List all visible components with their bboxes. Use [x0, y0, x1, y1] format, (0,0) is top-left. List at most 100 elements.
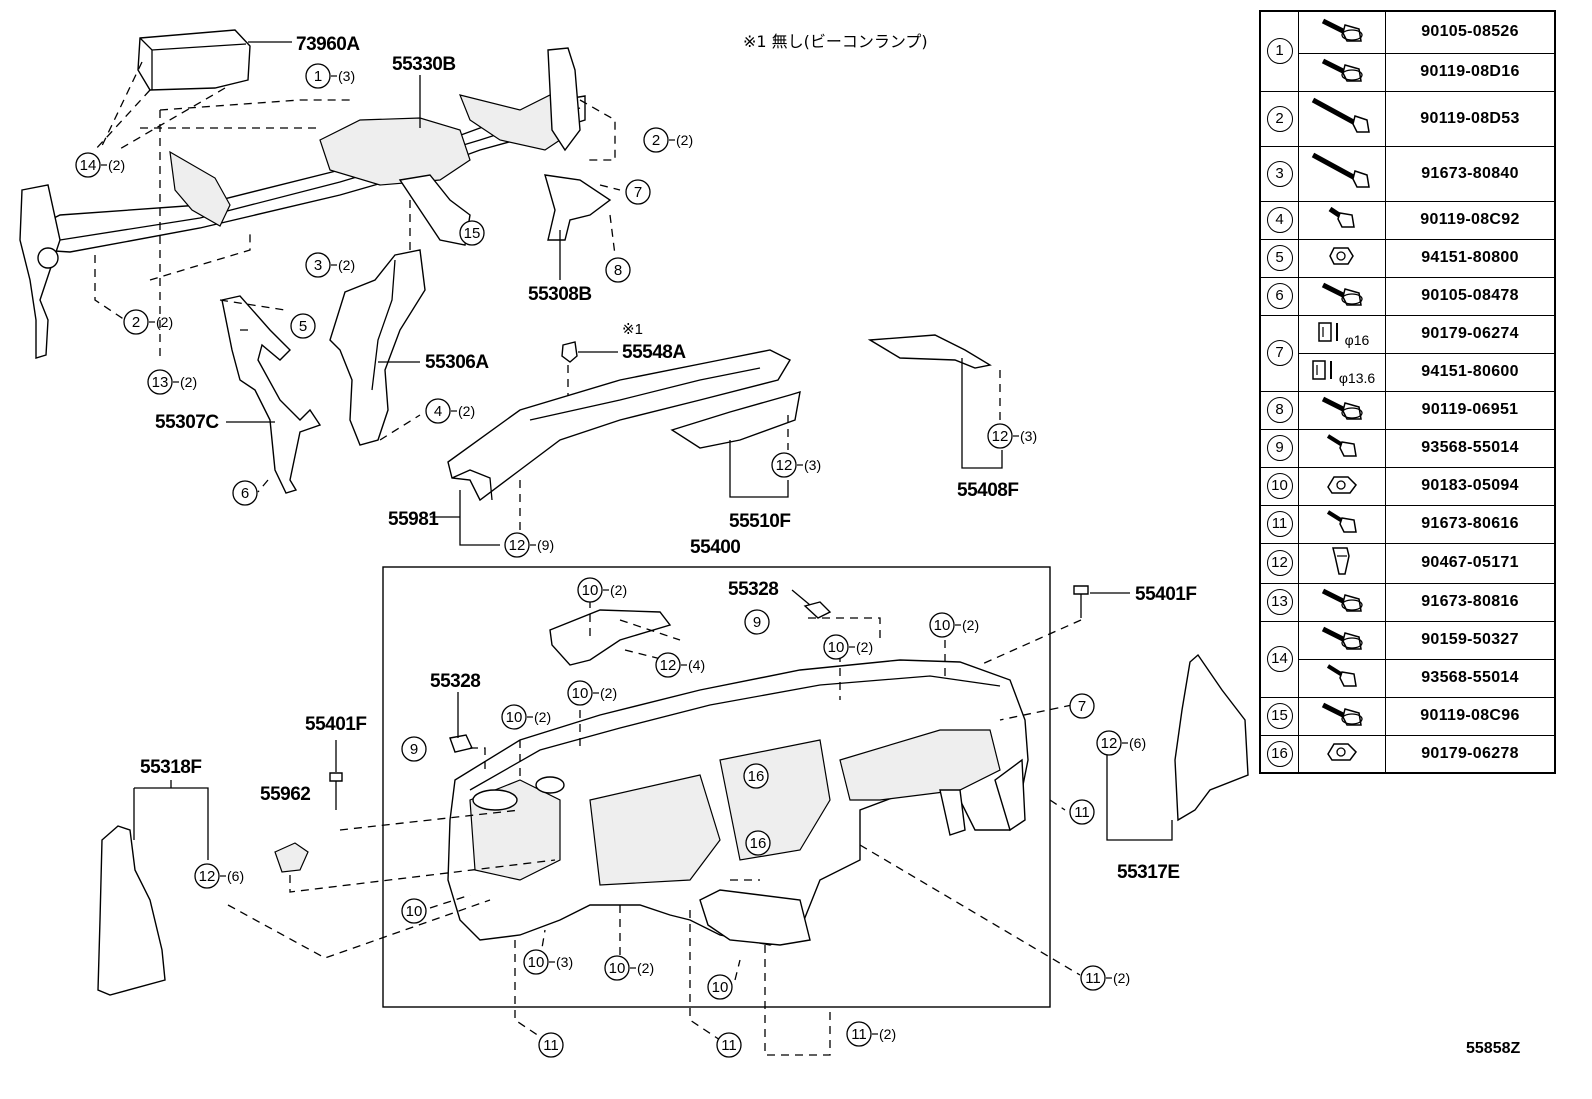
callout-number: 4	[434, 403, 442, 420]
callout-number: 11	[1074, 804, 1090, 821]
callout-10: 10 (2)	[823, 634, 873, 660]
fastener-part-number: 90105-08478	[1385, 276, 1556, 316]
callout-group: 1(3)14(2)2(2)71583(2)2(2)513(2)4(2)612(3…	[75, 63, 1146, 1058]
callout-12: 12(9)	[504, 532, 554, 558]
fastener-index-number: 4	[1266, 207, 1293, 233]
part-label-55400: 55400	[690, 537, 740, 558]
upper-pad-55981	[447, 349, 791, 502]
fastener-index-number: 5	[1266, 245, 1293, 271]
fastener-image-cell	[1298, 145, 1386, 202]
fastener-index-number: 1	[1266, 38, 1293, 65]
fastener-part-number: 90467-05171	[1385, 542, 1556, 584]
callout-quantity: (2)	[610, 582, 627, 598]
callout-quantity: (2)	[156, 314, 173, 330]
fastener-image-cell	[1298, 620, 1386, 660]
fastener-index: 13	[1259, 582, 1299, 622]
plug-55548a	[561, 341, 578, 363]
long-bolt-icon	[1307, 96, 1377, 141]
instrument-panel-box-55400	[382, 566, 1051, 1008]
callout-number: 8	[614, 262, 622, 279]
fastener-index: 14	[1259, 620, 1299, 698]
callout-number: 7	[634, 184, 642, 201]
fastener-image-cell	[1298, 428, 1386, 468]
part-label-55408f: 55408F	[957, 480, 1018, 501]
cover-55962	[274, 842, 309, 873]
fastener-index: 6	[1259, 276, 1299, 316]
clip-icon	[1309, 357, 1339, 388]
callout-quantity: (2)	[962, 617, 979, 633]
short-bolt-icon	[1324, 205, 1360, 236]
fastener-part-number: 91673-80840	[1385, 145, 1556, 202]
callout-12: 12(3)	[771, 452, 821, 478]
callout-number: 11	[543, 1037, 559, 1054]
callout-number: 6	[241, 485, 249, 502]
fastener-image-cell: φ13.6	[1298, 352, 1386, 392]
callout-13: 13(2)	[147, 369, 197, 395]
callout-9: 9	[744, 609, 770, 635]
callout-quantity: (2)	[856, 639, 873, 655]
airbag-module-73960a	[137, 29, 251, 91]
part-label-55981: 55981	[388, 509, 439, 530]
flange-bolt-icon	[1317, 15, 1367, 50]
fastener-image-cell	[1298, 276, 1386, 316]
fastener-index-number: 9	[1266, 435, 1293, 461]
callout-number: 12	[199, 868, 216, 885]
screw-icon	[1322, 432, 1362, 465]
part-label-55328-upper: 55328	[728, 579, 778, 600]
callout-10: 10 (2)	[577, 577, 627, 603]
callout-15: 15	[459, 220, 485, 246]
callout-quantity: (2)	[600, 685, 617, 701]
fastener-part-number: 93568-55014	[1385, 658, 1556, 698]
screw-55401f-left	[329, 772, 343, 810]
nut-icon	[1328, 244, 1356, 273]
callout-number: 10	[828, 639, 845, 656]
flange-bolt-icon	[1317, 393, 1367, 428]
fastener-index: 11	[1259, 504, 1299, 544]
callout-16: 16	[745, 830, 771, 856]
callout-number: 10	[582, 582, 599, 599]
fastener-part-number: 93568-55014	[1385, 428, 1556, 468]
callout-10: 10(2)	[501, 704, 551, 730]
clip-55328-lower	[449, 734, 473, 753]
callout-12: 12(3)	[987, 423, 1037, 449]
callout-number: 12	[1101, 735, 1118, 752]
side-cover-55317e	[1174, 653, 1249, 822]
fastener-index: 10	[1259, 466, 1299, 506]
part-label-55318f: 55318F	[140, 757, 201, 778]
callout-quantity: (2)	[1113, 970, 1130, 986]
fastener-index: 16	[1259, 734, 1299, 774]
callout-number: 10	[506, 709, 523, 726]
u-nut-icon	[1324, 471, 1360, 502]
drawing-code: 55858Z	[1466, 1040, 1521, 1057]
fastener-index-number: 8	[1266, 397, 1293, 423]
callout-quantity: (2)	[180, 374, 197, 390]
fastener-part-number: 91673-80616	[1385, 504, 1556, 544]
callout-quantity: (2)	[637, 960, 654, 976]
callout-quantity: (3)	[804, 457, 821, 473]
fastener-part-number: 90119-08C92	[1385, 200, 1556, 240]
fastener-index-number: 6	[1266, 283, 1293, 309]
callout-quantity: (2)	[108, 157, 125, 173]
callout-11: 11	[1069, 799, 1095, 825]
callout-quantity: (2)	[879, 1026, 896, 1042]
fastener-image-cell	[1298, 238, 1386, 278]
side-cover-55318f	[97, 825, 166, 996]
clip-icon	[1315, 319, 1345, 350]
callout-5: 5	[290, 313, 316, 339]
callout-quantity: (3)	[556, 954, 573, 970]
callout-11: 11	[716, 1032, 742, 1058]
callout-12: 12(6)	[1096, 730, 1146, 756]
callout-number: 11	[721, 1037, 737, 1054]
fastener-index: 15	[1259, 696, 1299, 736]
callout-4: 4(2)	[425, 398, 475, 424]
u-nut-icon	[1324, 738, 1360, 769]
callout-10: 10(2)	[604, 955, 654, 981]
screw-55401f-right	[1073, 585, 1089, 618]
fastener-index: 3	[1259, 145, 1299, 202]
